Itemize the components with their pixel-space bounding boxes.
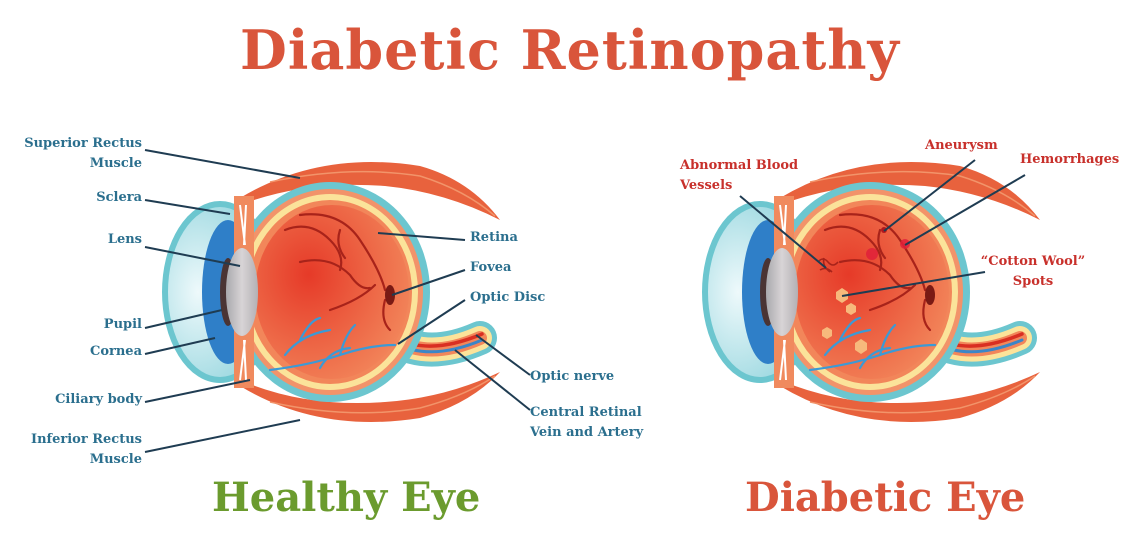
label-line: Vessels	[680, 178, 733, 193]
label-fovea: Fovea	[470, 260, 512, 275]
label-abnormal-blood-vessels: Abnormal Blood Vessels	[680, 156, 798, 196]
diabetic-eye	[705, 162, 1040, 422]
leader-lines	[144, 149, 1026, 453]
label-superior-rectus: Superior Rectus Muscle	[24, 134, 142, 174]
label-pupil: Pupil	[103, 317, 142, 332]
label-aneurysm: Aneurysm	[925, 138, 998, 153]
label-optic-disc: Optic Disc	[470, 290, 546, 305]
label-line: Central Retinal	[530, 405, 642, 420]
label-optic-nerve: Optic nerve	[530, 369, 615, 384]
label-line: Abnormal Blood	[680, 158, 799, 173]
label-line: Muscle	[89, 156, 142, 171]
label-sclera: Sclera	[96, 190, 142, 205]
label-cornea: Cornea	[89, 344, 142, 359]
label-lens: Lens	[107, 232, 142, 247]
label-hemorrhages: Hemorrhages	[1020, 152, 1120, 167]
label-ciliary-body: Ciliary body	[55, 392, 142, 407]
label-line: “Cotton Wool”	[980, 254, 1086, 269]
label-line: Spots	[1012, 274, 1054, 289]
label-line: Inferior Rectus	[31, 432, 142, 447]
diabetic-eye-caption: Diabetic Eye	[745, 474, 1026, 521]
page-title: Diabetic Retinopathy	[240, 18, 900, 82]
label-line: Vein and Artery	[530, 425, 644, 440]
label-line: Muscle	[89, 452, 142, 467]
healthy-eye-caption: Healthy Eye	[212, 474, 481, 521]
label-retina: Retina	[470, 230, 518, 245]
healthy-eye	[165, 162, 500, 422]
label-line: Superior Rectus	[24, 136, 142, 151]
label-cotton-wool-spots: “Cotton Wool” Spots	[978, 252, 1088, 292]
label-central-retinal: Central Retinal Vein and Artery	[530, 403, 643, 443]
label-inferior-rectus: Inferior Rectus Muscle	[31, 430, 142, 470]
